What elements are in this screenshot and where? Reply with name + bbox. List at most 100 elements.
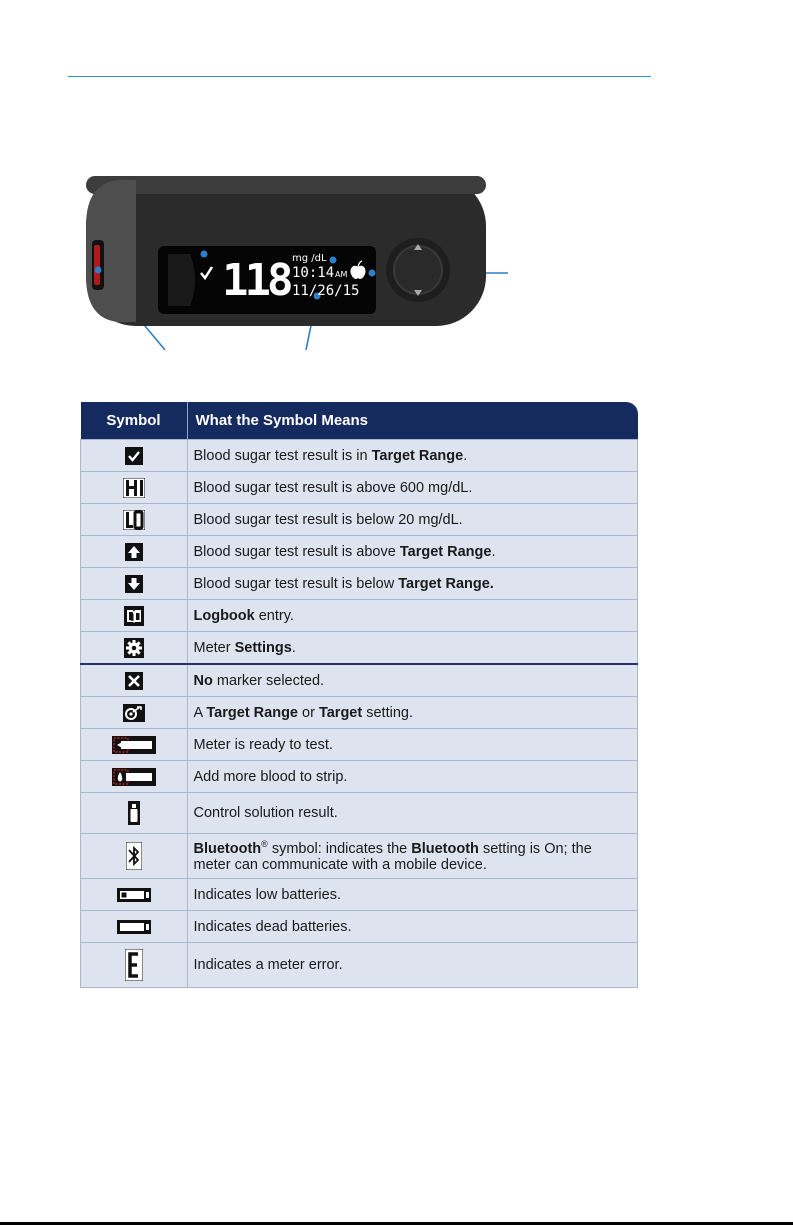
top-rule [68,76,651,77]
meaning-cell: Blood sugar test result is below 20 mg/d… [186,503,638,536]
table-row: Add more blood to strip. [80,760,638,793]
header-symbol: Symbol [80,402,188,440]
meaning-cell: Indicates a meter error. [186,942,638,988]
header-meaning: What the Symbol Means [187,402,638,440]
meaning-text: Target Range [399,543,492,560]
meaning-text: No [193,672,213,689]
meaning-text: Blood sugar test result is below [193,575,399,592]
checkmark-icon [124,446,143,465]
meaning-text: Blood sugar test result is above 600 mg/… [193,479,473,496]
symbol-cell [80,599,188,632]
battery-low-icon [116,886,152,902]
meaning-cell: Control solution result. [186,792,638,834]
symbol-cell [80,910,188,943]
symbol-cell [80,535,188,568]
meaning-cell: No marker selected. [186,663,638,697]
meaning-cell: Indicates low batteries. [186,878,638,911]
meaning-cell: Blood sugar test result is in Target Ran… [186,439,638,472]
table-row: Indicates a meter error. [80,942,638,988]
meaning-cell: A Target Range or Target setting. [186,696,638,729]
table-row: Meter is ready to test. [80,728,638,761]
symbol-cell [80,942,188,988]
meaning-cell: Blood sugar test result is below Target … [186,567,638,600]
meaning-text: Indicates dead batteries. [193,918,352,935]
symbol-cell [80,833,188,879]
symbol-cell [80,567,188,600]
symbol-cell [80,503,188,536]
table-row: Indicates low batteries. [80,878,638,911]
meaning-cell: Meter is ready to test. [186,728,638,761]
meaning-text: Control solution result. [193,805,338,821]
symbol-cell [80,760,188,793]
meaning-text: . [463,447,468,464]
meaning-text: . [491,543,496,560]
bluetooth-icon [125,842,142,870]
arrow-up-icon [124,542,143,561]
table-row: Bluetooth® symbol: indicates the Bluetoo… [80,833,638,879]
symbol-cell [80,439,188,472]
meaning-text: Bluetooth [411,840,479,857]
meaning-text: Add more blood to strip. [193,768,348,785]
symbol-cell [80,696,188,729]
meaning-cell: Blood sugar test result is above 600 mg/… [186,471,638,504]
meaning-text: Settings [234,639,292,656]
strip-ready-icon [111,735,156,754]
meaning-text: Blood sugar test result is in [193,447,372,464]
meter-reading: 118 [222,255,291,306]
meaning-text: Target Range. [398,575,494,592]
logbook-icon [123,605,144,626]
meaning-text: Target Range [206,704,298,721]
symbol-cell [80,878,188,911]
hi-icon [122,477,145,498]
meaning-text: Indicates a meter error. [193,957,343,973]
meaning-text: . [291,639,296,656]
error-e-icon [124,949,143,981]
meaning-text: marker selected. [212,672,325,689]
meaning-text: Meter is ready to test. [193,736,333,753]
x-marker-icon [124,671,143,690]
meaning-text: Blood sugar test result is above [193,543,400,560]
apple-icon [350,260,366,279]
table-row: Blood sugar test result is below Target … [80,567,638,600]
meaning-cell: Logbook entry. [186,599,638,632]
symbol-cell [80,631,188,665]
table-row: Blood sugar test result is above 600 mg/… [80,471,638,504]
meaning-text: Blood sugar test result is below 20 mg/d… [193,511,463,528]
meaning-cell: Add more blood to strip. [186,760,638,793]
table-row: Blood sugar test result is below 20 mg/d… [80,503,638,536]
meaning-text: entry. [254,607,294,624]
meaning-text: A [193,704,207,721]
table-row: A Target Range or Target setting. [80,696,638,729]
meaning-text: Target Range [371,447,464,464]
meaning-text: Bluetooth [193,840,262,857]
meter-date: 11/26/15 [292,283,359,299]
meaning-text: setting. [362,704,413,721]
symbol-cell [80,663,188,697]
table-row: No marker selected. [80,663,638,697]
meaning-text: setting is On; the meter can communicate… [193,840,592,873]
meter-illustration: 118 mg /dL 10:14 AM 11/26/15 [0,150,793,380]
symbol-cell [80,728,188,761]
table-row: Control solution result. [80,792,638,834]
table-row: Blood sugar test result is in Target Ran… [80,439,638,472]
meaning-cell: Bluetooth® symbol: indicates the Bluetoo… [186,833,638,879]
lo-icon [122,509,145,530]
table-row: Logbook entry. [80,599,638,632]
meaning-text: Logbook [193,607,255,624]
meaning-cell: Blood sugar test result is above Target … [186,535,638,568]
meter-time: 10:14 [292,265,334,281]
table-header-row: Symbol What the Symbol Means [80,402,638,440]
control-bottle-icon [127,801,141,825]
table-row: Meter Settings. [80,631,638,665]
meter-unit: mg /dL [292,253,327,264]
strip-blood-icon [111,767,156,786]
table-body: Blood sugar test result is in Target Ran… [80,439,638,988]
checkmark-icon [200,266,214,281]
symbol-cell [80,471,188,504]
symbol-table: Symbol What the Symbol Means Blood sugar… [80,402,638,988]
table-row: Blood sugar test result is above Target … [80,535,638,568]
meaning-text: Indicates low batteries. [193,886,342,903]
meaning-text: symbol: indicates the [267,840,412,857]
arrow-down-icon [124,574,143,593]
table-row: Indicates dead batteries. [80,910,638,943]
